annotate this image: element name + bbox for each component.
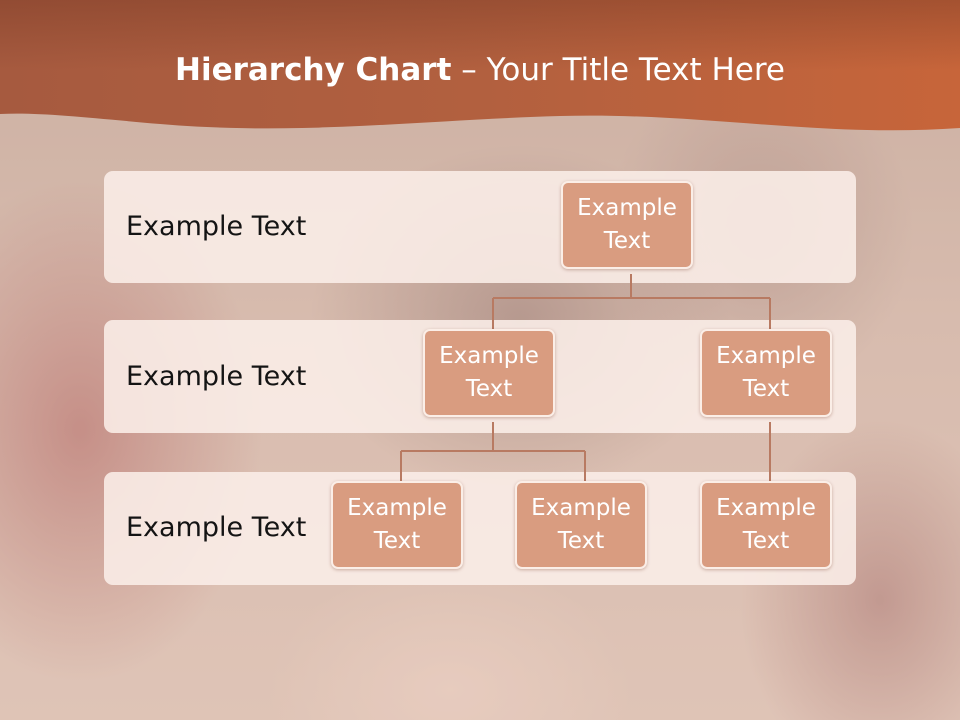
node-level2-right[interactable]: Example Text bbox=[700, 329, 832, 417]
slide-title: Hierarchy Chart – Your Title Text Here bbox=[0, 52, 960, 88]
node-level3-right[interactable]: Example Text bbox=[700, 481, 832, 569]
header-band bbox=[0, 0, 960, 131]
node-level2-left[interactable]: Example Text bbox=[423, 329, 555, 417]
title-rest: – Your Title Text Here bbox=[451, 52, 785, 88]
node-level3-left[interactable]: Example Text bbox=[331, 481, 463, 569]
connector-root-children bbox=[492, 274, 771, 330]
node-level3-middle[interactable]: Example Text bbox=[515, 481, 647, 569]
row-band-1 bbox=[104, 171, 856, 283]
row-label-2: Example Text bbox=[126, 361, 307, 392]
connector-left-children bbox=[400, 422, 586, 482]
row-label-3: Example Text bbox=[126, 512, 307, 543]
node-root[interactable]: Example Text bbox=[561, 181, 693, 269]
row-label-1: Example Text bbox=[126, 211, 307, 242]
title-bold: Hierarchy Chart bbox=[175, 52, 452, 88]
